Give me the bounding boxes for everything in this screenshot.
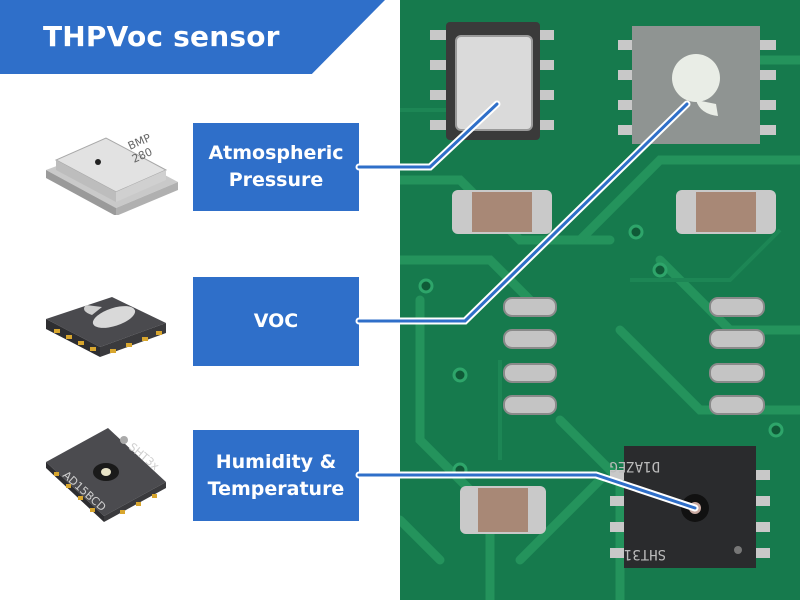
pcb-sht31-marking: SHT31 <box>624 546 666 562</box>
title-banner <box>0 0 385 74</box>
label-atmospheric-pressure-text: Atmospheric Pressure <box>208 142 344 191</box>
label-voc: VOC <box>193 277 359 366</box>
label-humidity-temperature: Humidity & Temperature <box>193 430 359 521</box>
sht3x-chip-image: SHT3x AD15BCD <box>46 428 166 522</box>
pcb-photo: D1AZEG SHT31 <box>395 0 800 604</box>
pcb-illustration: D1AZEG SHT31 <box>395 22 800 604</box>
label-voc-text: VOC <box>253 310 299 332</box>
page-title: THPVoc sensor <box>43 20 280 53</box>
left-panel: THPVoc sensor BMP 280 SHT3x A <box>0 0 400 600</box>
bmp280-chip-image: BMP 280 <box>46 131 178 215</box>
label-atmospheric-pressure: Atmospheric Pressure <box>193 123 359 211</box>
pcb-code-marking: D1AZEG <box>609 458 660 474</box>
label-humidity-temperature-text: Humidity & Temperature <box>207 450 345 500</box>
voc-chip-image <box>46 297 166 357</box>
